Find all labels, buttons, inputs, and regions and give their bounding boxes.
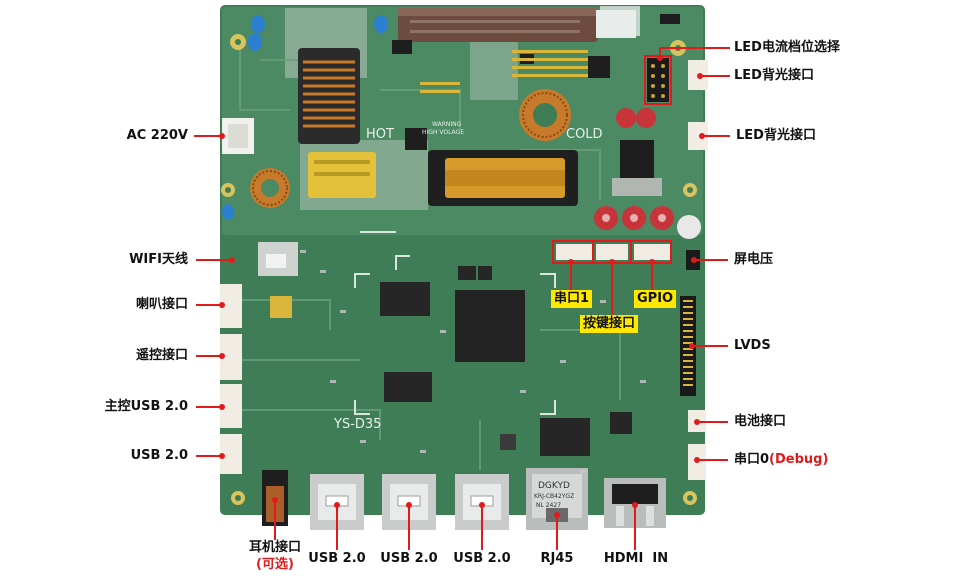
led-backlight-connector-2 (688, 122, 708, 150)
choke-winding (303, 60, 355, 128)
inductor-block (500, 434, 516, 450)
main-soc (455, 290, 525, 362)
bulk-capacitor (398, 8, 598, 42)
small-chip (478, 266, 492, 280)
label-lvds: LVDS (734, 338, 771, 353)
ram-chip-2 (384, 372, 432, 402)
silk-hot: HOT (366, 127, 394, 142)
label-serial1: 串口1 (551, 290, 593, 308)
rj45-code: NL 2427 (536, 502, 561, 509)
label-battery: 电池接口 (734, 414, 787, 429)
label-usb-bottom-3: USB 2.0 (453, 551, 511, 566)
leader-lines (194, 47, 730, 550)
power-mosfet (620, 140, 654, 180)
label-serial0-text: 串口0 (734, 452, 770, 467)
smd-components (300, 250, 646, 473)
label-usb-left: USB 2.0 (130, 448, 188, 463)
toroid-inductor-2 (250, 168, 290, 208)
silk-high-voltage: HIGH VOLAGE (422, 129, 464, 136)
gpio-connector (634, 244, 670, 260)
label-earphone-optional: (可选) (256, 557, 294, 572)
label-remote: 遥控接口 (135, 348, 188, 363)
silk-cold: COLD (566, 127, 603, 142)
label-key-interface: 按键接口 (580, 315, 639, 333)
label-led-backlight-2: LED背光接口 (736, 128, 816, 143)
rj45-part: KRJ-CB42YGZ (534, 493, 574, 500)
silk-model: YS-D35 (333, 417, 381, 432)
ram-chip-1 (380, 282, 430, 316)
label-host-usb: 主控USB 2.0 (104, 399, 188, 414)
usb-side-connector (220, 434, 242, 474)
host-usb-connector (220, 384, 242, 428)
serial1-connector (556, 244, 592, 260)
power-ic (540, 418, 590, 456)
heatsink-ic (405, 128, 427, 150)
silk-warning: WARNING (432, 121, 462, 128)
label-usb-bottom-2: USB 2.0 (380, 551, 438, 566)
emmc-chip (458, 266, 476, 280)
speaker-connector (220, 284, 242, 328)
label-serial0-debug: (Debug) (769, 452, 829, 467)
key-connector (596, 244, 628, 260)
blue-capacitors (222, 15, 388, 220)
label-screen-voltage: 屏电压 (734, 252, 774, 267)
rj45-brand: DGKYD (538, 481, 570, 491)
common-mode-choke (298, 48, 360, 144)
label-serial0: 串口0(Debug) (734, 452, 828, 468)
remote-connector (220, 334, 242, 380)
gold-square-pad (270, 296, 292, 318)
label-speaker: 喇叭接口 (135, 297, 188, 312)
lvds-pins (683, 300, 693, 386)
label-gpio: GPIO (634, 290, 677, 308)
label-led-current-select: LED电流档位选择 (734, 40, 840, 55)
label-led-backlight-1: LED背光接口 (734, 68, 814, 83)
leader-dots (219, 55, 705, 518)
label-ac-220v: AC 220V (126, 128, 188, 143)
label-hdmi-in: HDMI IN (603, 551, 669, 566)
power-ic-2 (610, 412, 632, 434)
label-earphone: 耳机接口 (248, 540, 302, 555)
label-wifi-antenna: WIFI天线 (129, 252, 188, 267)
isolation-strip (470, 40, 518, 100)
lvds-connector (680, 296, 696, 396)
label-rj45: RJ45 (540, 551, 574, 566)
label-usb-bottom-1: USB 2.0 (308, 551, 366, 566)
gold-pads (420, 50, 588, 93)
toroid-inductor-1 (519, 89, 571, 141)
led-current-jumper (647, 58, 669, 102)
electrolytic-capacitors-red (594, 108, 701, 239)
silk-frame-marks (354, 231, 556, 415)
